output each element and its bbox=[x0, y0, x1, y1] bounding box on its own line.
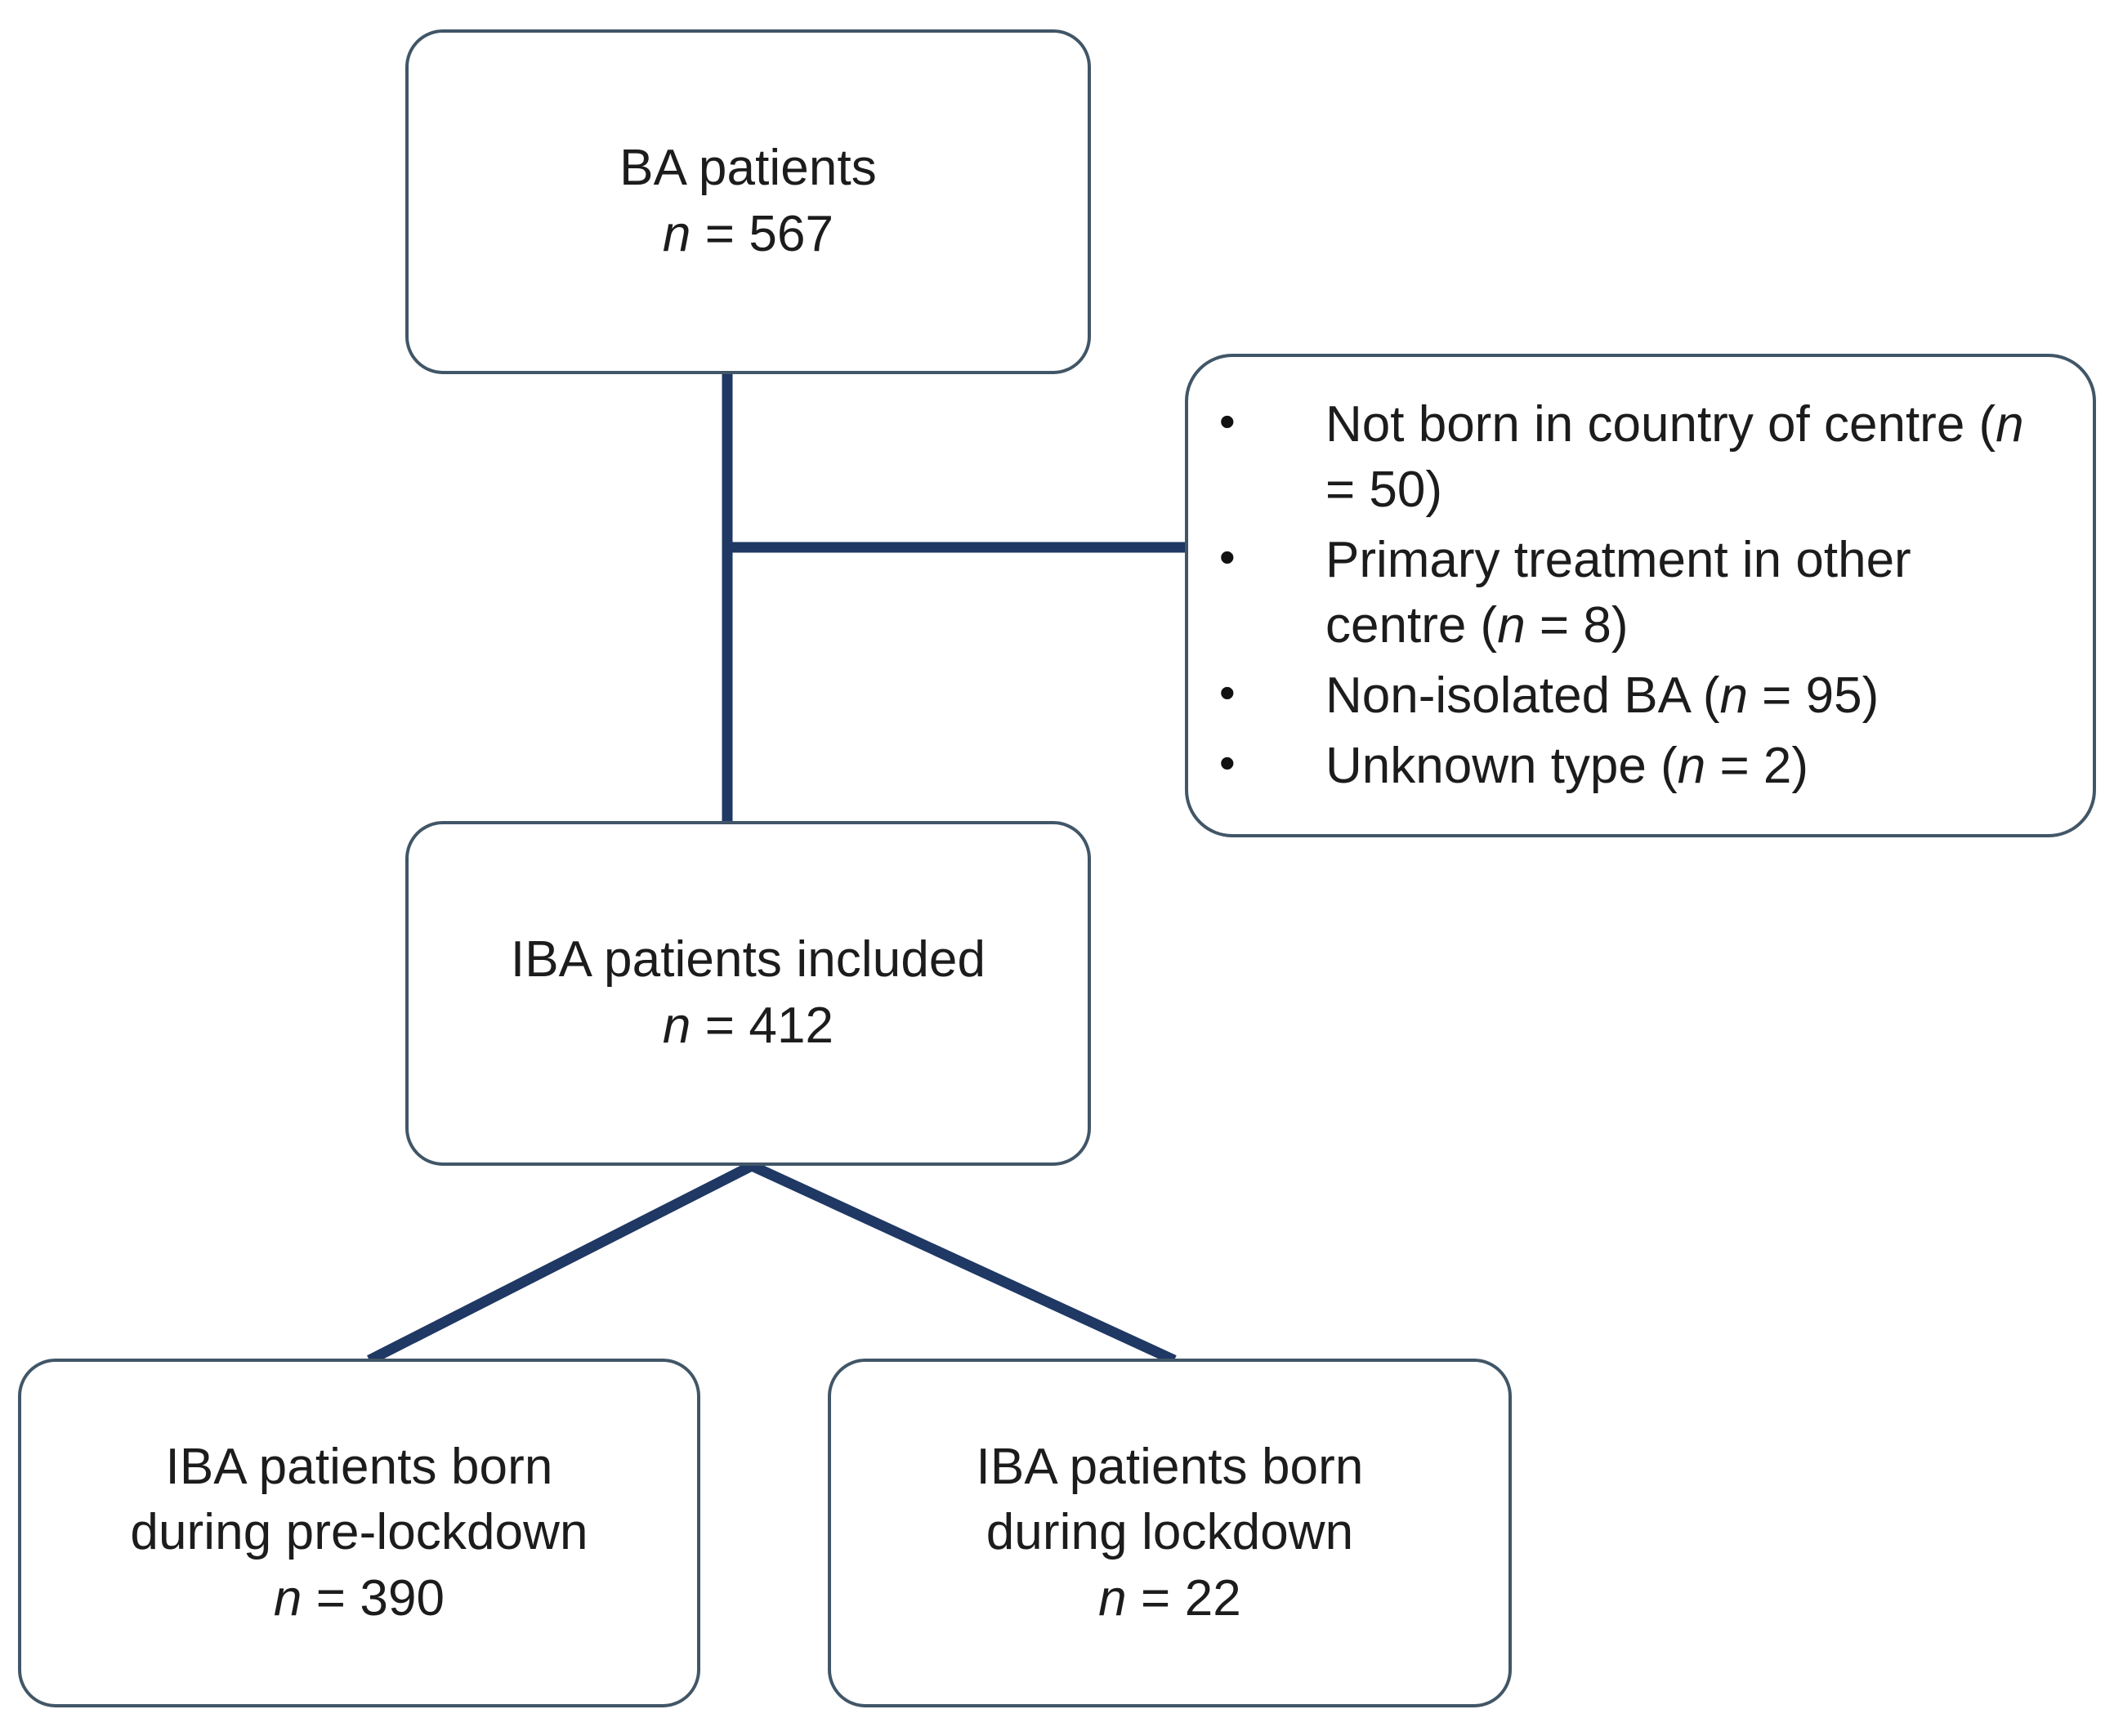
exclusion-n-symbol: n bbox=[1497, 597, 1526, 654]
connector-iba-to-lockdown bbox=[749, 1161, 1177, 1365]
exclusion-prefix: Unknown type ( bbox=[1325, 737, 1678, 794]
exclusion-item: • Not born in country of centre (n = 50) bbox=[1213, 392, 2065, 523]
exclusion-prefix: Not born in country of centre ( bbox=[1325, 396, 1996, 453]
exclusion-n-symbol: n bbox=[1677, 737, 1706, 794]
node-ba-patients-label: BA patients bbox=[619, 140, 877, 197]
node-iba-included-text: IBA patients included n = 412 bbox=[489, 927, 1007, 1059]
node-pre-lockdown-n-symbol: n bbox=[273, 1569, 302, 1627]
node-lockdown-count: = 22 bbox=[1126, 1569, 1241, 1627]
node-iba-included-count: = 412 bbox=[691, 997, 834, 1054]
node-pre-lockdown-label-line1: IBA patients born bbox=[165, 1438, 553, 1495]
exclusion-item-label: Not born in country of centre (n = 50) bbox=[1325, 392, 2065, 523]
node-pre-lockdown-label-line2: during pre-lockdown bbox=[130, 1504, 588, 1561]
exclusion-n-symbol: n bbox=[1996, 396, 2024, 453]
node-lockdown-label-line1: IBA patients born bbox=[976, 1438, 1364, 1495]
node-ba-patients-count: = 567 bbox=[691, 206, 834, 262]
bullet-icon: • bbox=[1219, 736, 1236, 788]
node-iba-lockdown: IBA patients born during lockdown n = 22 bbox=[828, 1359, 1512, 1707]
exclusion-item-label: Non-isolated BA (n = 95) bbox=[1325, 663, 2065, 729]
exclusion-n-symbol: n bbox=[1719, 667, 1748, 724]
node-ba-patients: BA patients n = 567 bbox=[405, 29, 1091, 374]
node-iba-included-label: IBA patients included bbox=[510, 931, 986, 988]
exclusions-list: • Not born in country of centre (n = 50)… bbox=[1213, 392, 2065, 799]
exclusion-item: • Unknown type (n = 2) bbox=[1213, 734, 2065, 799]
exclusion-item-label: Unknown type (n = 2) bbox=[1325, 734, 2065, 799]
connector-iba-to-pre-lockdown bbox=[367, 1161, 754, 1365]
node-lockdown-label-line2: during lockdown bbox=[986, 1504, 1354, 1561]
node-pre-lockdown-count: = 390 bbox=[302, 1569, 445, 1627]
bullet-icon: • bbox=[1219, 395, 1236, 448]
exclusion-suffix: = 50) bbox=[1325, 462, 1443, 519]
exclusion-suffix: = 95) bbox=[1747, 667, 1879, 724]
bullet-icon: • bbox=[1219, 666, 1236, 718]
exclusion-item-label: Primary treatment in other centre (n = 8… bbox=[1325, 528, 2065, 658]
node-exclusions: • Not born in country of centre (n = 50)… bbox=[1185, 354, 2096, 837]
node-pre-lockdown-text: IBA patients born during pre-lockdown n … bbox=[109, 1435, 609, 1632]
node-iba-pre-lockdown: IBA patients born during pre-lockdown n … bbox=[18, 1359, 700, 1707]
node-lockdown-text: IBA patients born during lockdown n = 22 bbox=[955, 1435, 1385, 1632]
exclusion-item: • Primary treatment in other centre (n =… bbox=[1213, 528, 2065, 658]
node-iba-included-n-symbol: n bbox=[662, 997, 691, 1054]
exclusion-prefix: Non-isolated BA ( bbox=[1325, 667, 1720, 724]
node-ba-patients-text: BA patients n = 567 bbox=[598, 136, 898, 267]
exclusion-suffix: = 8) bbox=[1525, 597, 1629, 654]
node-lockdown-n-symbol: n bbox=[1098, 1569, 1127, 1627]
exclusion-suffix: = 2) bbox=[1705, 737, 1809, 794]
node-ba-patients-n-symbol: n bbox=[662, 206, 691, 262]
node-iba-patients-included: IBA patients included n = 412 bbox=[405, 821, 1091, 1166]
exclusion-prefix: Primary treatment in other centre ( bbox=[1325, 532, 1911, 654]
exclusion-item: • Non-isolated BA (n = 95) bbox=[1213, 663, 2065, 729]
bullet-icon: • bbox=[1219, 531, 1236, 583]
